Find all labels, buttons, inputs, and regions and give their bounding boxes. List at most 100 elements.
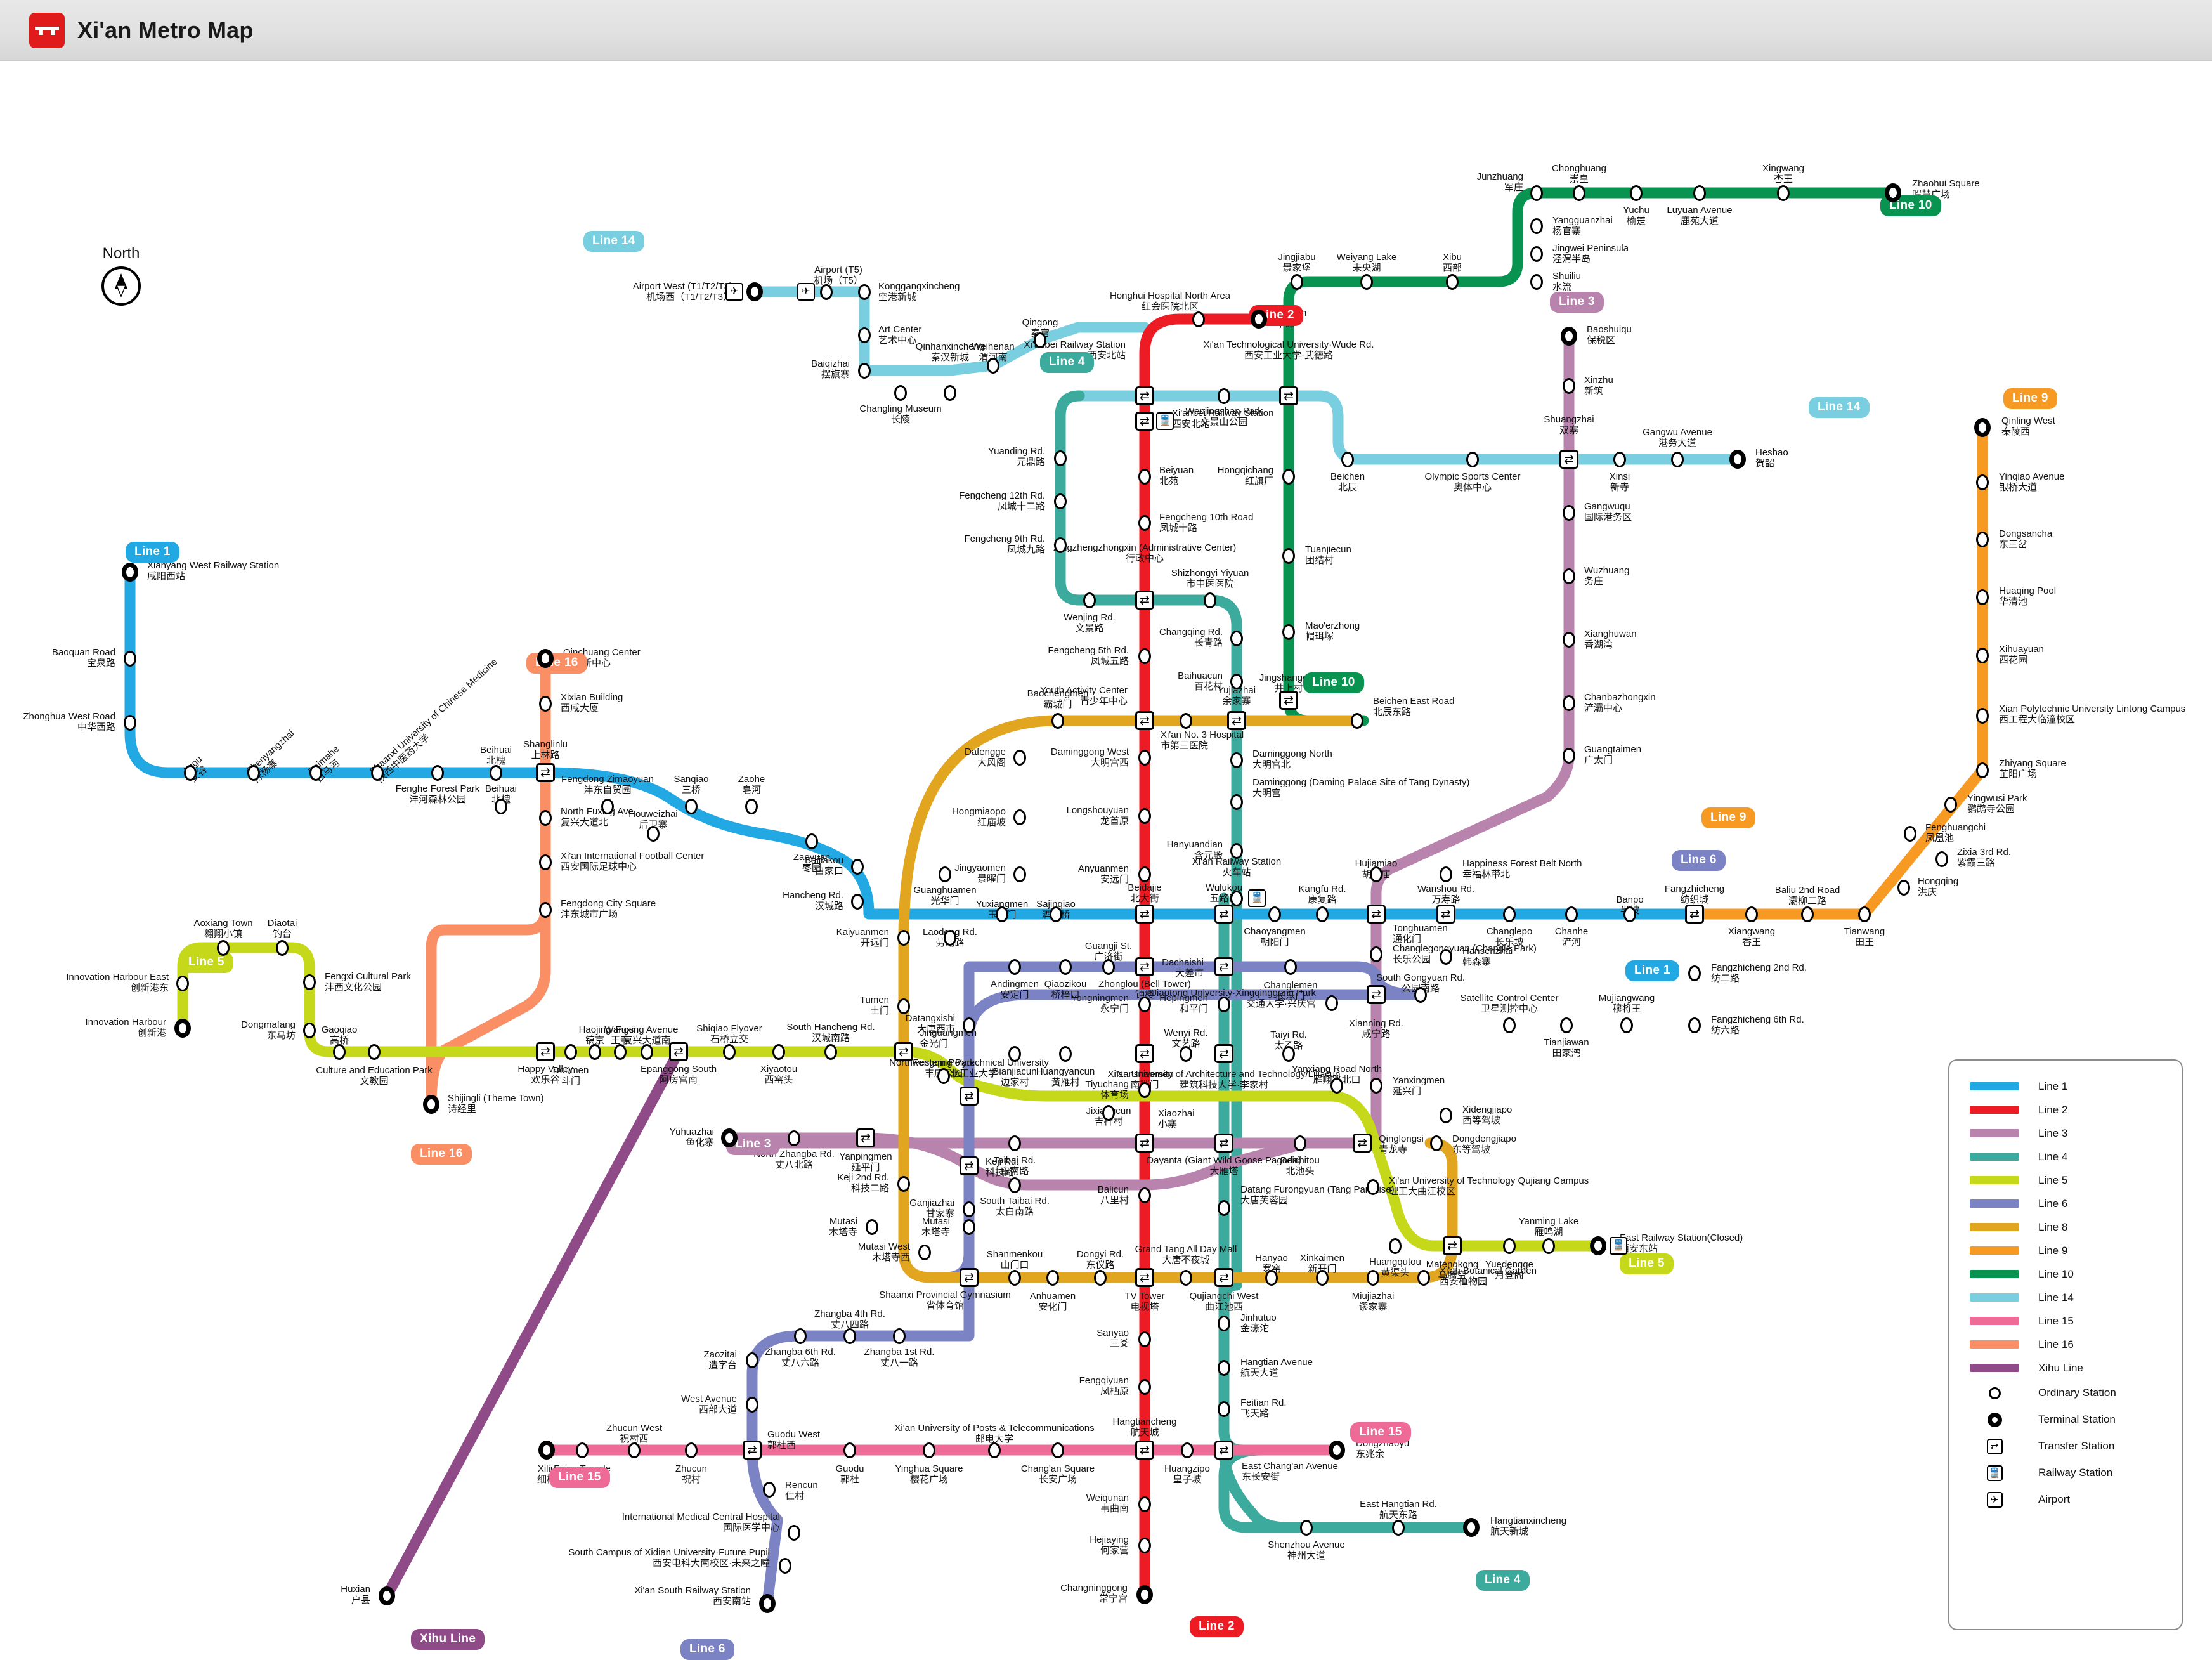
line-badge[interactable]: Line 14 bbox=[1809, 397, 1870, 418]
ordinary-station-icon[interactable] bbox=[1034, 332, 1046, 348]
ordinary-station-icon[interactable] bbox=[1367, 1179, 1379, 1195]
ordinary-station-icon[interactable] bbox=[1282, 1045, 1295, 1062]
ordinary-station-icon[interactable] bbox=[1218, 1401, 1230, 1417]
ordinary-station-icon[interactable] bbox=[1976, 762, 1989, 778]
line-badge[interactable]: Line 1 bbox=[126, 542, 179, 563]
metro-map-canvas[interactable]: ✈Airport West (T1/T2/T3)机场西（T1/T2/T3）✈Ai… bbox=[0, 61, 2212, 1660]
ordinary-station-icon[interactable] bbox=[1370, 1077, 1382, 1094]
terminal-station-icon[interactable] bbox=[759, 1594, 776, 1613]
ordinary-station-icon[interactable] bbox=[1530, 273, 1543, 290]
ordinary-station-icon[interactable] bbox=[1414, 986, 1427, 1003]
ordinary-station-icon[interactable] bbox=[1976, 531, 1989, 547]
ordinary-station-icon[interactable] bbox=[1976, 589, 1989, 605]
ordinary-station-icon[interactable] bbox=[794, 1328, 807, 1344]
ordinary-station-icon[interactable] bbox=[1370, 866, 1382, 882]
ordinary-station-icon[interactable] bbox=[779, 1557, 791, 1574]
ordinary-station-icon[interactable] bbox=[1530, 245, 1543, 262]
ordinary-station-icon[interactable] bbox=[1008, 958, 1021, 975]
line-badge[interactable]: Line 16 bbox=[411, 1144, 472, 1165]
ordinary-station-icon[interactable] bbox=[1440, 866, 1452, 882]
transfer-station-icon[interactable]: ⇄ bbox=[960, 1268, 979, 1287]
line-badge[interactable]: Line 16 bbox=[526, 653, 587, 674]
line-badge[interactable]: Line 1 bbox=[1625, 960, 1679, 981]
ordinary-station-icon[interactable] bbox=[495, 798, 507, 814]
line-badge[interactable]: Line 15 bbox=[1350, 1422, 1411, 1443]
ordinary-station-icon[interactable] bbox=[723, 1043, 736, 1060]
ordinary-station-icon[interactable] bbox=[1370, 946, 1382, 962]
ordinary-station-icon[interactable] bbox=[1671, 451, 1684, 467]
ordinary-station-icon[interactable] bbox=[1008, 1269, 1021, 1286]
transfer-station-icon[interactable]: ⇄ bbox=[1135, 1044, 1154, 1063]
ordinary-station-icon[interactable] bbox=[1341, 451, 1354, 467]
ordinary-station-icon[interactable] bbox=[176, 975, 189, 991]
transfer-station-icon[interactable]: ⇄ bbox=[1214, 1134, 1233, 1153]
ordinary-station-icon[interactable] bbox=[1282, 468, 1295, 485]
transfer-station-icon[interactable]: ⇄ bbox=[1353, 1134, 1372, 1153]
ordinary-station-icon[interactable] bbox=[1013, 809, 1026, 825]
transfer-station-icon[interactable]: ⇄ bbox=[1279, 386, 1298, 405]
ordinary-station-icon[interactable] bbox=[1013, 749, 1026, 766]
line-badge[interactable]: Line 14 bbox=[583, 231, 644, 252]
ordinary-station-icon[interactable] bbox=[1563, 631, 1575, 648]
transfer-station-icon[interactable]: ⇄ bbox=[1214, 1441, 1233, 1460]
ordinary-station-icon[interactable] bbox=[1777, 185, 1790, 201]
ordinary-station-icon[interactable] bbox=[1294, 1135, 1306, 1151]
ordinary-station-icon[interactable] bbox=[1102, 958, 1115, 975]
ordinary-station-icon[interactable] bbox=[963, 1219, 975, 1235]
ordinary-station-icon[interactable] bbox=[944, 929, 956, 946]
ordinary-station-icon[interactable] bbox=[1976, 647, 1989, 663]
ordinary-station-icon[interactable] bbox=[1218, 388, 1230, 404]
ordinary-station-icon[interactable] bbox=[1008, 1135, 1021, 1151]
ordinary-station-icon[interactable] bbox=[1440, 948, 1452, 965]
ordinary-station-icon[interactable] bbox=[1054, 537, 1067, 553]
transfer-station-icon[interactable]: ⇄ bbox=[1135, 957, 1154, 976]
transfer-station-icon[interactable]: ⇄ bbox=[1214, 1044, 1233, 1063]
transfer-station-icon[interactable]: ⇄ bbox=[960, 1087, 979, 1106]
ordinary-station-icon[interactable] bbox=[894, 384, 907, 401]
ordinary-station-icon[interactable] bbox=[539, 901, 552, 918]
ordinary-station-icon[interactable] bbox=[1389, 1238, 1402, 1254]
ordinary-station-icon[interactable] bbox=[576, 1442, 589, 1458]
ordinary-station-icon[interactable] bbox=[1630, 185, 1643, 201]
ordinary-station-icon[interactable] bbox=[124, 714, 136, 731]
ordinary-station-icon[interactable] bbox=[1440, 1107, 1452, 1123]
ordinary-station-icon[interactable] bbox=[746, 1352, 758, 1368]
ordinary-station-icon[interactable] bbox=[1230, 890, 1243, 906]
ordinary-station-icon[interactable] bbox=[1138, 1378, 1151, 1395]
ordinary-station-icon[interactable] bbox=[858, 362, 871, 379]
ordinary-station-icon[interactable] bbox=[1138, 866, 1151, 882]
ordinary-station-icon[interactable] bbox=[918, 1244, 931, 1260]
ordinary-station-icon[interactable] bbox=[628, 1442, 641, 1458]
transfer-station-icon[interactable]: ⇄ bbox=[1135, 905, 1154, 924]
ordinary-station-icon[interactable] bbox=[1620, 1017, 1633, 1033]
ordinary-station-icon[interactable] bbox=[1218, 996, 1230, 1012]
ordinary-station-icon[interactable] bbox=[371, 764, 384, 781]
line-badge[interactable]: Line 9 bbox=[1701, 807, 1755, 828]
transfer-station-icon[interactable]: ⇄ bbox=[1135, 386, 1154, 405]
transfer-station-icon[interactable]: ⇄ bbox=[1214, 957, 1233, 976]
ordinary-station-icon[interactable] bbox=[1897, 879, 1910, 896]
terminal-station-icon[interactable] bbox=[721, 1128, 738, 1147]
line-badge[interactable]: Line 6 bbox=[680, 1639, 734, 1660]
ordinary-station-icon[interactable] bbox=[368, 1043, 381, 1060]
transfer-station-icon[interactable]: ⇄ bbox=[536, 763, 555, 782]
ordinary-station-icon[interactable] bbox=[788, 1524, 800, 1541]
ordinary-station-icon[interactable] bbox=[824, 1043, 837, 1060]
ordinary-station-icon[interactable] bbox=[1503, 1017, 1516, 1033]
ordinary-station-icon[interactable] bbox=[1083, 592, 1096, 608]
ordinary-station-icon[interactable] bbox=[1976, 474, 1989, 490]
ordinary-station-icon[interactable] bbox=[1392, 1519, 1405, 1536]
ordinary-station-icon[interactable] bbox=[1688, 965, 1701, 981]
ordinary-station-icon[interactable] bbox=[1935, 851, 1948, 867]
ordinary-station-icon[interactable] bbox=[1563, 568, 1575, 584]
ordinary-station-icon[interactable] bbox=[1230, 842, 1243, 859]
ordinary-station-icon[interactable] bbox=[1230, 630, 1243, 646]
ordinary-station-icon[interactable] bbox=[1218, 1359, 1230, 1376]
transfer-station-icon[interactable]: ⇄ bbox=[1214, 905, 1233, 924]
ordinary-station-icon[interactable] bbox=[1530, 218, 1543, 234]
ordinary-station-icon[interactable] bbox=[858, 327, 871, 343]
ordinary-station-icon[interactable] bbox=[944, 384, 956, 401]
ordinary-station-icon[interactable] bbox=[1904, 825, 1916, 842]
ordinary-station-icon[interactable] bbox=[1563, 747, 1575, 764]
ordinary-station-icon[interactable] bbox=[1613, 451, 1626, 467]
